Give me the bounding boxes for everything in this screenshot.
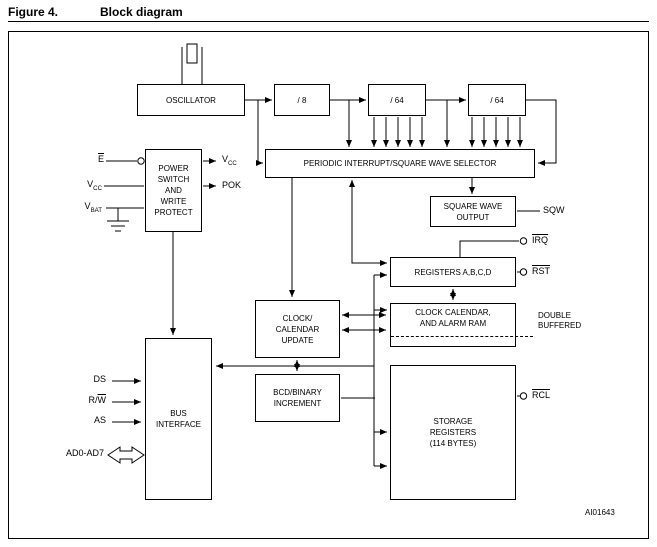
pin-label-vcc-in: VCC (87, 179, 102, 192)
ad-bus-double-arrow-icon (107, 446, 145, 464)
block-divide-by-64-a: / 64 (368, 84, 426, 116)
block-clock-calendar-alarm-ram: CLOCK CALENDAR, AND ALARM RAM (390, 303, 516, 347)
pin-label-irq: IRQ (532, 235, 549, 245)
pin-label-rst: RST (532, 266, 550, 276)
irq-bubble (519, 237, 528, 245)
block-power-switch: POWER SWITCH AND WRITE PROTECT (145, 149, 202, 232)
block-periodic-interrupt-selector: PERIODIC INTERRUPT/SQUARE WAVE SELECTOR (265, 149, 535, 178)
figure-label: Figure 4. (8, 5, 59, 19)
pin-label-sqw: SQW (543, 205, 565, 215)
ground-icon (107, 220, 129, 232)
block-clock-calendar-update: CLOCK/ CALENDAR UPDATE (255, 300, 340, 358)
block-divide-by-8: / 8 (274, 84, 330, 116)
pin-label-vcc-out: VCC (222, 154, 237, 167)
block-square-wave-output: SQUARE WAVE OUTPUT (430, 196, 516, 227)
pin-label-rcl: RCL (532, 390, 551, 400)
pin-label-vbat: VBAT (84, 201, 102, 214)
diagram-frame (8, 31, 649, 539)
e-bubble (137, 157, 145, 165)
block-registers-abcd: REGISTERS A,B,C,D (390, 257, 516, 287)
crystal-icon (181, 43, 203, 84)
block-storage-registers: STORAGE REGISTERS (114 BYTES) (390, 365, 516, 500)
pin-label-rw: R/W (88, 395, 107, 405)
double-buffered-dashed-line (391, 336, 533, 337)
pin-label-ad0-ad7: AD0-AD7 (65, 448, 104, 458)
figure-code: AI01643 (585, 508, 615, 517)
block-divide-by-64-b: / 64 (468, 84, 526, 116)
block-bcd-binary-increment: BCD/BINARY INCREMENT (255, 374, 340, 422)
pin-label-as: AS (93, 415, 106, 425)
title-rule (8, 21, 649, 22)
rst-bubble (519, 268, 528, 276)
block-oscillator: OSCILLATOR (137, 84, 245, 116)
pin-label-ds: DS (93, 374, 106, 384)
double-buffered-label: DOUBLE BUFFERED (538, 311, 582, 330)
pin-label-pok: POK (222, 180, 242, 190)
block-bus-interface: BUS INTERFACE (145, 338, 212, 500)
figure-title: Block diagram (100, 5, 183, 19)
rcl-bubble (519, 392, 528, 400)
pin-label-e: E (97, 154, 104, 164)
